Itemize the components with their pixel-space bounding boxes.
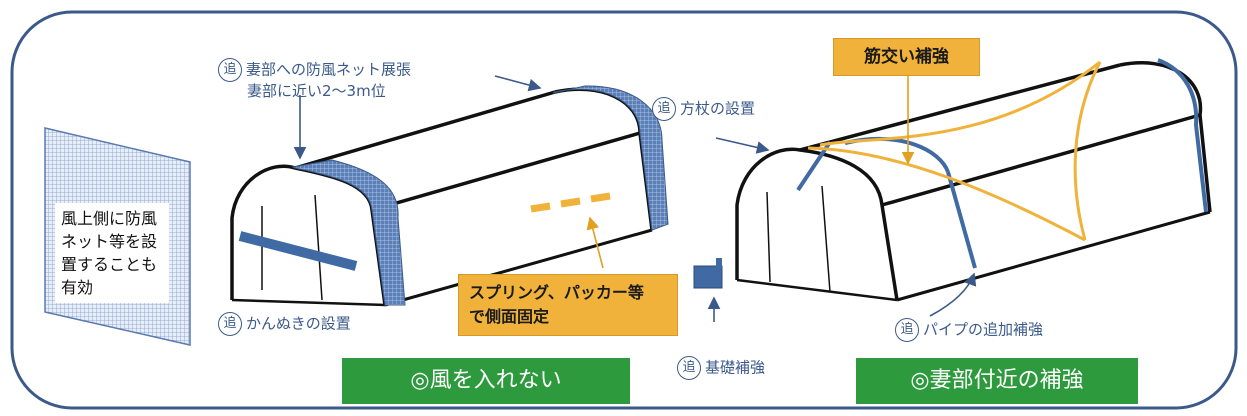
annotation-foundation-text: 基礎補強 (705, 358, 766, 377)
gable-net-front (291, 159, 406, 306)
annotation-brace-text: かんぬきの設置 (246, 314, 351, 333)
annotation-pipe-text: パイプの追加補強 (923, 320, 1044, 339)
annotation-post-text: 方杖の設置 (680, 99, 756, 118)
brace-bar (238, 231, 358, 271)
annotation-post: 追方杖の設置 (652, 97, 755, 121)
arrow-gable-net-right (494, 75, 542, 92)
annotation-gable-net-line1: 妻部への防風ネット展張 (246, 60, 412, 79)
arrow-spring (586, 216, 604, 269)
arrow-pipe (929, 272, 977, 317)
add-tag-icon: 追 (218, 312, 242, 336)
callout-spring: スプリング、パッカー等 で側面固定 (458, 274, 678, 336)
annotation-brace: 追かんぬきの設置 (218, 312, 351, 336)
arrow-post (715, 137, 770, 154)
callout-cross-brace: 筋交い補強 (833, 38, 980, 76)
foundation-block (693, 265, 723, 289)
added-pipes (796, 58, 1208, 269)
spring-markers (530, 192, 611, 213)
add-tag-icon: 追 (652, 97, 676, 121)
callout-spring-line2: で側面固定 (469, 307, 550, 326)
callout-spring-line1: スプリング、パッカー等 (469, 283, 644, 302)
add-tag-icon: 追 (677, 356, 701, 380)
annotation-gable-net-sub: 妻部に近い2～3m位 (247, 82, 386, 100)
left-greenhouse (230, 87, 654, 307)
banner-no-wind: ◎風を入れない (342, 358, 630, 404)
annotation-foundation: 追基礎補強 (677, 356, 765, 380)
net-panel-label: 風上側に防風ネット等を設置することも有効 (55, 203, 169, 303)
annotation-pipe: 追パイプの追加補強 (895, 318, 1043, 342)
add-tag-icon: 追 (895, 318, 919, 342)
cross-bracing (807, 60, 1102, 242)
gable-net-back (552, 85, 669, 231)
annotation-gable-net: 追妻部への防風ネット展張 (218, 58, 411, 82)
outer-frame (10, 10, 1238, 410)
add-tag-icon: 追 (218, 58, 242, 82)
right-greenhouse (735, 61, 1212, 302)
banner-gable-reinforce: ◎妻部付近の補強 (856, 358, 1138, 404)
